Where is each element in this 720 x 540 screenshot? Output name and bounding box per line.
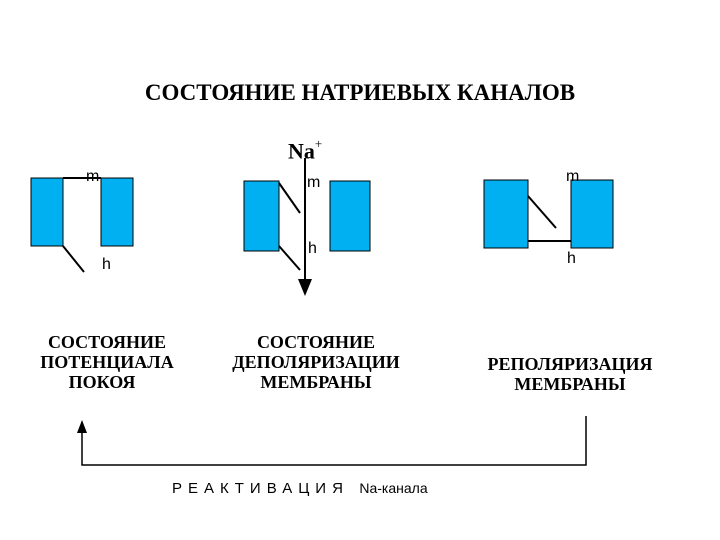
state-label-line: МЕМБРАНЫ [514,374,626,394]
h-gate-rest [62,245,85,273]
channel-rest [30,177,134,273]
gate-h-depol: h [308,240,317,257]
state-label-rest: СОСТОЯНИЕ ПОТЕНЦИАЛА ПОКОЯ [17,332,197,392]
gate-h-repol: h [567,250,576,267]
reactivation-text: РЕАКТИВАЦИЯ [172,480,349,497]
state-label-line: ДЕПОЛЯРИЗАЦИИ [232,352,400,372]
reactivation-cycle-arrow [77,416,587,466]
gate-h-rest: h [102,256,111,273]
gate-m-repol: m [566,168,580,185]
channel-rest-left-wall [30,177,64,247]
na-charge: + [314,136,323,151]
state-label-line: ПОТЕНЦИАЛА [40,352,174,372]
gate-m-rest: m [86,168,100,185]
state-label-line: СОСТОЯНИЕ [256,332,376,352]
gate-m-depol: m [307,174,321,191]
state-label-depolarization: СОСТОЯНИЕ ДЕПОЛЯРИЗАЦИИ МЕМБРАНЫ [216,332,416,392]
state-label-line: ПОКОЯ [68,372,136,392]
channel-rest-right-wall [100,177,134,247]
m-gate-repol [527,195,557,229]
reactivation-label: РЕАКТИВАЦИЯ Na-канала [172,480,428,498]
page-title: СОСТОЯНИЕ НАТРИЕВЫХ КАНАЛОВ [144,80,576,105]
channel-depol-right-wall [329,180,371,252]
na-ion-label: Na+ [288,133,322,164]
state-label-line: РЕПОЛЯРИЗАЦИЯ [487,354,653,374]
state-label-line: МЕМБРАНЫ [260,372,372,392]
h-gate-depol [278,245,301,271]
channel-repolarization [483,179,614,249]
state-label-repolarization: РЕПОЛЯРИЗАЦИЯ МЕМБРАНЫ [470,354,670,394]
channel-depol-left-wall [243,180,280,252]
channel-repol-left-wall [483,179,529,249]
na-channel-text: Na-канала [359,480,428,496]
channel-depolarization [243,158,371,296]
channel-repol-right-wall [570,179,614,249]
state-label-line: СОСТОЯНИЕ [47,332,167,352]
m-gate-depol [278,182,301,214]
na-flow-arrow-head [298,279,312,296]
na-symbol: Na [288,138,315,164]
